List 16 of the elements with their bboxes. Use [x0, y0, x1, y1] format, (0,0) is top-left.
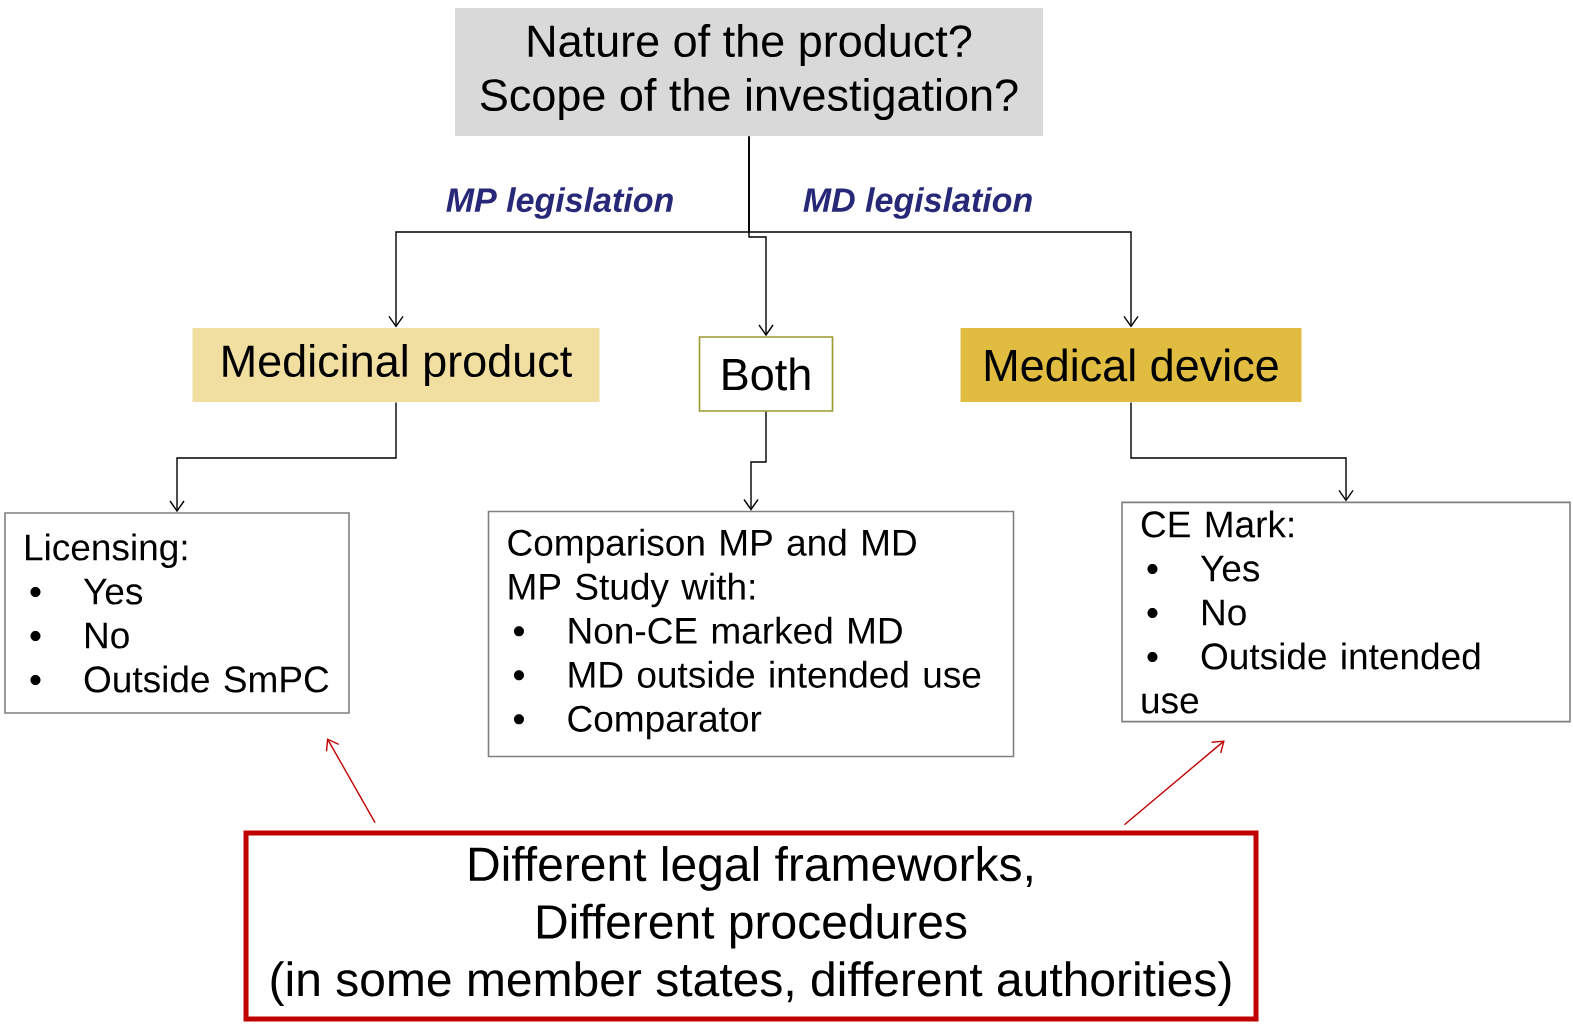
note-box: Different legal frameworks, Different procedures (in some member states, different authorities) — [243, 830, 1259, 1022]
list-box: Licensing: • Yes • No • Outside SmPC — [4, 512, 350, 714]
arrow — [169, 401, 397, 513]
arrow — [325, 738, 376, 824]
edge-label: MP legislation — [443, 185, 677, 221]
edge-label: MD legislation — [800, 185, 1036, 221]
arrow — [743, 411, 767, 511]
arrow — [1123, 740, 1225, 826]
category-box: Medicinal product — [192, 328, 600, 402]
list-box: CE Mark: • Yes • No • Outside intended use — [1121, 501, 1571, 723]
arrow — [1130, 401, 1354, 502]
category-box: Medical device — [960, 328, 1302, 402]
arrow — [748, 135, 1139, 328]
question-box: Nature of the product? Scope of the investigation? — [455, 8, 1043, 136]
category-box: Both — [698, 336, 834, 412]
list-box: Comparison MP and MD MP Study with: • Non-CE marked MD • MD outside intended use • Comparator — [487, 510, 1015, 758]
